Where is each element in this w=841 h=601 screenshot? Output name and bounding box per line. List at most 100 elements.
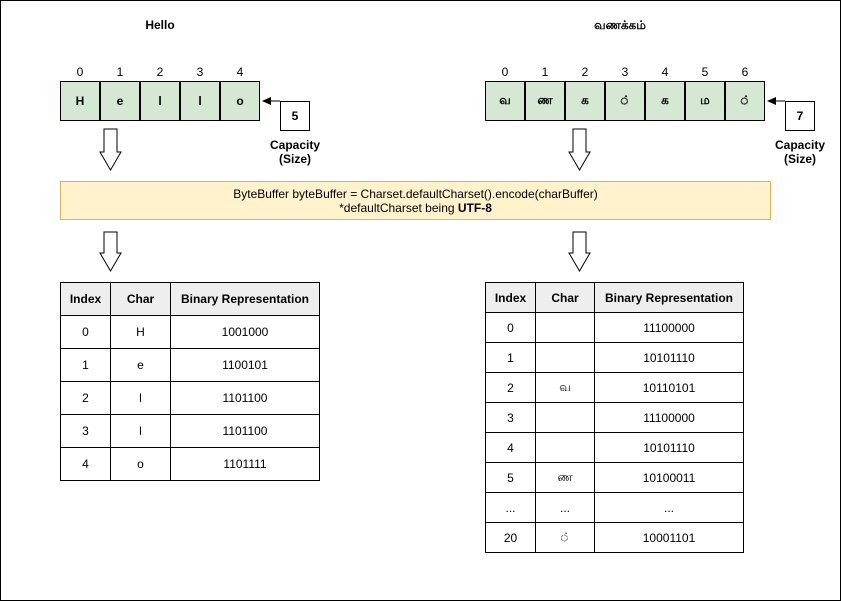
table-row: ... ... ... [485,492,744,523]
table-row: 2 வ 10110101 [485,372,744,403]
left-index-2: 2 [156,65,164,79]
capacity-arrowhead-left [262,97,271,105]
cell-binary: 11100000 [594,312,744,343]
table-header-row: Index Char Binary Representation [485,282,744,313]
right-binary-table: Index Char Binary Representation 0 11100… [485,282,744,553]
right-buffer-cell: ் [725,81,765,121]
right-buffer-cell: க [645,81,685,121]
cell-char: H [110,315,171,349]
cell-binary: ... [594,492,744,523]
table-header-index: Index [485,282,536,313]
right-index-0: 0 [501,65,509,79]
left-title: Hello [145,18,175,32]
right-capacity-box: 7 [785,101,815,131]
table-header-char: Char [110,282,171,316]
table-header-binary: Binary Representation [170,282,320,316]
cell-char [535,342,595,373]
left-binary-table: Index Char Binary Representation 0 H 100… [60,282,320,481]
cell-binary: 1001000 [170,315,320,349]
left-buffer-cell: o [220,81,260,121]
left-capacity-label: Capacity (Size) [260,138,330,166]
cell-char: o [110,447,171,481]
cell-index: 5 [485,462,536,493]
left-buffer-cell: e [100,81,140,121]
down-arrow-left-bottom [99,231,122,272]
cell-binary: 11100000 [594,402,744,433]
left-capacity-box: 5 [280,101,310,131]
right-buffer-cell: வ [485,81,525,121]
cell-index: 4 [485,432,536,463]
left-index-4: 4 [236,65,244,79]
cell-index: 3 [485,402,536,433]
right-index-1: 1 [541,65,549,79]
right-buffer-cell: ம [685,81,725,121]
encode-banner: ByteBuffer byteBuffer = Charset.defaultC… [60,181,771,220]
cell-char: வ [535,372,595,403]
cell-char: ண [535,462,595,493]
right-buffer-cell: க [565,81,605,121]
cell-binary: 1101111 [170,447,320,481]
cell-binary: 10100011 [594,462,744,493]
cell-index: 3 [60,414,111,448]
banner-code-line: ByteBuffer byteBuffer = Charset.defaultC… [233,186,598,201]
left-index-3: 3 [196,65,204,79]
cell-char: l [110,381,171,415]
left-index-0: 0 [76,65,84,79]
table-row: 3 11100000 [485,402,744,433]
cell-char [535,312,595,343]
left-buffer-cell: l [140,81,180,121]
right-index-6: 6 [741,65,749,79]
cell-index: 4 [60,447,111,481]
cell-char: ் [535,522,595,553]
cell-binary: 10101110 [594,432,744,463]
cell-binary: 10001101 [594,522,744,553]
cell-index: 0 [60,315,111,349]
capacity-arrowhead-right [767,97,776,105]
table-header-char: Char [535,282,595,313]
table-row: 4 o 1101111 [60,447,320,481]
table-header-binary: Binary Representation [594,282,744,313]
right-index-3: 3 [621,65,629,79]
down-arrow-left-top [99,128,122,171]
left-capacity-label-line2: (Size) [278,152,311,166]
table-row: 3 l 1101100 [60,414,320,448]
cell-char: e [110,348,171,382]
right-capacity-label-line1: Capacity [774,138,826,152]
left-buffer-cell: H [60,81,100,121]
right-buffer-cell: ண [525,81,565,121]
right-buffer-cell: ் [605,81,645,121]
banner-charset-name: UTF-8 [457,200,492,215]
cell-binary: 10110101 [594,372,744,403]
right-title: வணக்கம் [594,18,646,32]
cell-char: l [110,414,171,448]
cell-binary: 10101110 [594,342,744,373]
cell-index: 2 [60,381,111,415]
table-row: 20 ் 10001101 [485,522,744,553]
table-row: 4 10101110 [485,432,744,463]
cell-index: ... [485,492,536,523]
cell-index: 2 [485,372,536,403]
table-row: 0 11100000 [485,312,744,343]
table-header-index: Index [60,282,111,316]
left-index-1: 1 [116,65,124,79]
banner-note-text: *defaultCharset being [339,200,458,215]
banner-note-line: *defaultCharset being UTF-8 [61,201,770,215]
cell-binary: 1100101 [170,348,320,382]
table-header-row: Index Char Binary Representation [60,282,320,316]
cell-index: 1 [485,342,536,373]
cell-index: 0 [485,312,536,343]
left-capacity-label-line1: Capacity [269,138,321,152]
cell-char [535,402,595,433]
cell-binary: 1101100 [170,381,320,415]
table-row: 1 10101110 [485,342,744,373]
table-row: 0 H 1001000 [60,315,320,349]
right-index-5: 5 [701,65,709,79]
right-capacity-label: Capacity (Size) [765,138,835,166]
cell-binary: 1101100 [170,414,320,448]
down-arrow-right-top [568,128,591,171]
table-row: 1 e 1100101 [60,348,320,382]
right-index-2: 2 [581,65,589,79]
down-arrow-right-bottom [568,231,591,272]
right-index-4: 4 [661,65,669,79]
